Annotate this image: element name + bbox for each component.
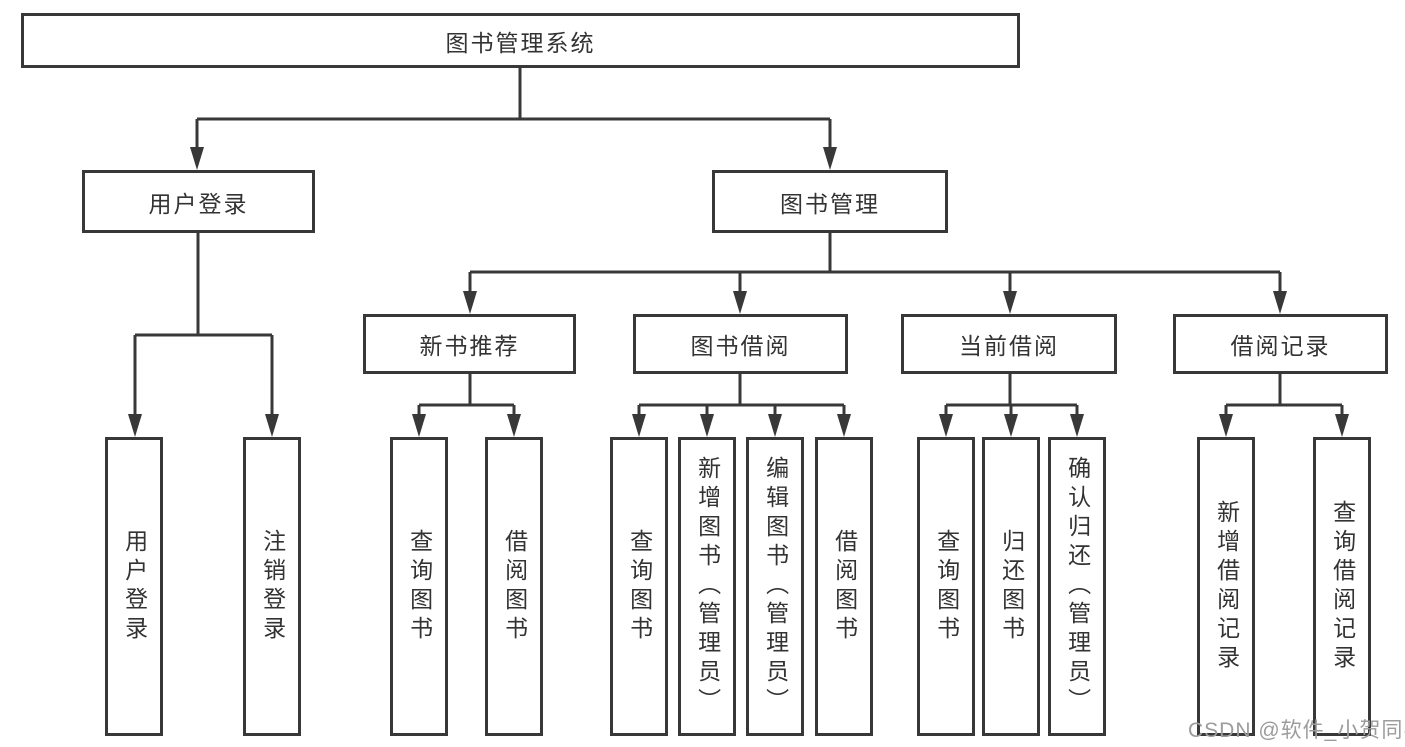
connector-current-borrow-children — [939, 374, 1084, 437]
connector-root-to-level2 — [190, 68, 837, 170]
node-book-borrow-label: 图书借阅 — [690, 333, 791, 359]
leaf-confirm-return-admin-label: 确认归还（管理员） — [1064, 456, 1091, 717]
node-book-management-label: 图书管理 — [780, 190, 880, 217]
node-borrow-records: 借阅记录 — [1173, 314, 1388, 374]
leaf-confirm-return-admin: 确认归还（管理员） — [1048, 437, 1106, 736]
watermark: CSDN @软件_小贺同学 — [1188, 719, 1405, 742]
leaf-query-books-recommend: 查询图书 — [390, 437, 448, 736]
leaf-query-books-current-label: 查询图书 — [933, 528, 960, 645]
leaf-logout-label: 注销登录 — [259, 528, 286, 645]
leaf-add-book-admin: 新增图书（管理员） — [678, 437, 736, 736]
leaf-borrow-books-borrow: 借阅图书 — [815, 437, 873, 736]
leaf-query-books-borrow: 查询图书 — [610, 437, 668, 736]
leaf-query-borrow-record: 查询借阅记录 — [1313, 437, 1371, 736]
node-book-management: 图书管理 — [712, 170, 948, 233]
leaf-edit-book-admin: 编辑图书（管理员） — [746, 437, 804, 736]
node-new-book-recommend: 新书推荐 — [363, 314, 576, 374]
connector-book-borrow-children — [632, 374, 851, 437]
leaf-borrow-books-borrow-label: 借阅图书 — [831, 528, 858, 645]
leaf-add-borrow-record-label: 新增借阅记录 — [1213, 499, 1240, 674]
node-current-borrow: 当前借阅 — [901, 314, 1117, 374]
leaf-query-books-current: 查询图书 — [917, 437, 975, 736]
node-user-login: 用户登录 — [82, 170, 315, 233]
node-new-book-recommend-label: 新书推荐 — [419, 333, 520, 359]
node-borrow-records-label: 借阅记录 — [1230, 333, 1331, 359]
leaf-return-books-label: 归还图书 — [998, 528, 1025, 645]
node-current-borrow-label: 当前借阅 — [959, 333, 1059, 359]
connector-new-book-children — [412, 374, 521, 437]
node-root-label: 图书管理系统 — [445, 29, 596, 56]
connector-book-management-children — [463, 233, 1287, 314]
connector-borrow-records-children — [1219, 374, 1349, 437]
node-book-borrow: 图书借阅 — [633, 314, 848, 374]
leaf-add-borrow-record: 新增借阅记录 — [1197, 437, 1255, 736]
connector-user-login-children — [128, 233, 279, 437]
leaf-return-books: 归还图书 — [982, 437, 1040, 736]
leaf-user-login-label: 用户登录 — [121, 528, 148, 645]
leaf-add-book-admin-label: 新增图书（管理员） — [694, 456, 721, 717]
leaf-edit-book-admin-label: 编辑图书（管理员） — [762, 456, 789, 717]
leaf-borrow-books-recommend: 借阅图书 — [485, 437, 543, 736]
leaf-borrow-books-recommend-label: 借阅图书 — [501, 528, 528, 645]
leaf-query-books-recommend-label: 查询图书 — [406, 528, 433, 645]
leaf-logout: 注销登录 — [243, 437, 301, 736]
leaf-user-login: 用户登录 — [105, 437, 163, 736]
node-root: 图书管理系统 — [21, 13, 1020, 68]
leaf-query-books-borrow-label: 查询图书 — [626, 528, 653, 645]
node-user-login-label: 用户登录 — [148, 190, 249, 217]
leaf-query-borrow-record-label: 查询借阅记录 — [1329, 499, 1356, 674]
